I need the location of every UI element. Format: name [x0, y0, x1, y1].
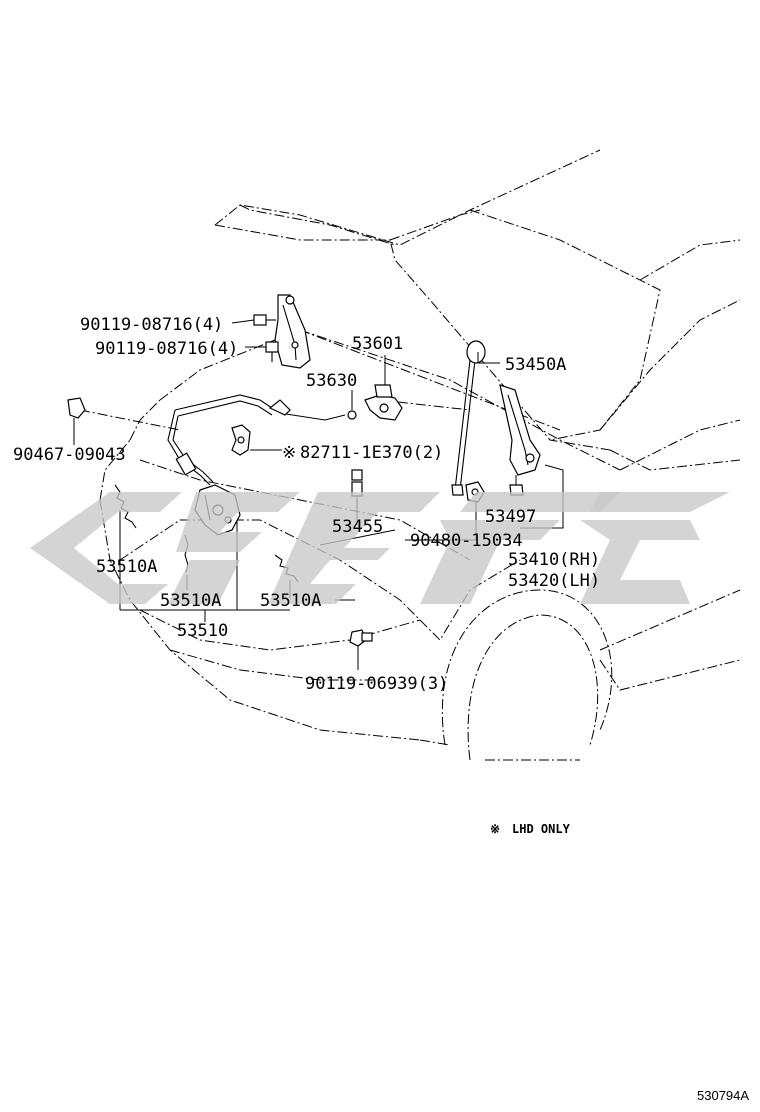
label-hood-support-rod: 53450A	[505, 355, 566, 375]
label-hood-lock-assembly: 53510	[177, 621, 228, 641]
label-clamp: 82711-1E370(2)	[300, 443, 443, 463]
label-bolt-upper: 90119-08716(4)	[80, 315, 223, 335]
label-hinge-rh: 53410(RH)	[508, 550, 600, 570]
label-clip: 90467-09043	[13, 445, 126, 465]
label-hood-lock-cable: 53630	[306, 371, 357, 391]
hood-hinge-left	[274, 294, 311, 369]
hood-lock-release-lever	[364, 384, 403, 421]
label-spring-center: 53510A	[160, 591, 221, 611]
label-spring-left: 53510A	[96, 557, 157, 577]
hood-support-rod	[451, 340, 486, 496]
hood-lock-clip	[67, 397, 86, 419]
label-cushion: 53497	[485, 507, 536, 527]
cable-clamp	[231, 424, 251, 456]
label-note-mark: ※	[282, 443, 296, 463]
label-hood-lock-bumper: 53455	[332, 517, 383, 537]
label-hood-lock-control: 53601	[352, 334, 403, 354]
label-bolt-lower: 90119-08716(4)	[95, 339, 238, 359]
figure-reference: 530794A	[697, 1088, 749, 1103]
hood-hinge-right	[499, 384, 541, 476]
bolt-lower-left	[265, 341, 279, 362]
bolt-lower-front	[349, 629, 373, 647]
label-support-holder: 90480-15034	[410, 531, 523, 551]
label-hinge-lh: 53420(LH)	[508, 571, 600, 591]
label-spring-right: 53510A	[260, 591, 321, 611]
label-bolt-front: 90119-06939(3)	[305, 674, 448, 694]
note-mark: ※	[490, 822, 500, 836]
hood-lock-control-cable	[167, 394, 357, 486]
note-lhd-only: LHD ONLY	[512, 822, 571, 836]
bolt-upper-left	[253, 314, 276, 326]
watermark-logo	[30, 492, 730, 604]
